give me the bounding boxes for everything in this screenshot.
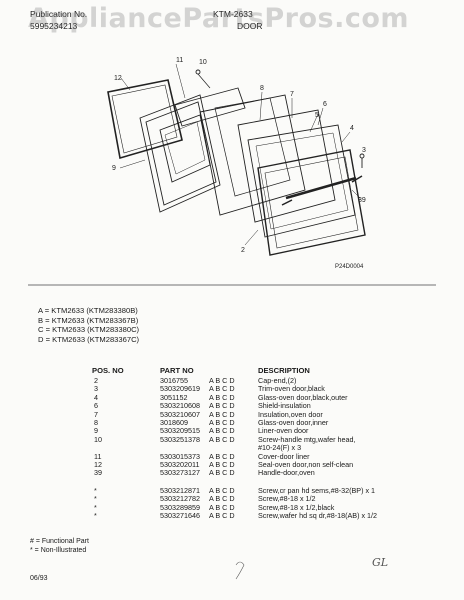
table-row-models: A B C D [209,401,235,411]
table-row-models: A B C D [209,460,235,469]
callout-2: 2 [241,247,245,254]
table-row-description: Screw,cr pan hd sems,#8-32(BP) x 1 [258,485,376,495]
callout-6: 6 [323,101,327,108]
outer-glass-part [247,124,356,238]
door-handle-part [285,176,357,200]
model-legend-c: C = KTM2633 (KTM283380C) [38,325,140,335]
section-title: DOOR [237,21,263,31]
table-row-models: A B C D [209,434,235,444]
header-description: DESCRIPTION [258,366,310,375]
table-row-description: Screw-handle mtg,wafer head, [258,434,356,444]
table-row-pos: 8 [94,418,98,427]
table-row-part-no: 5303289859 [160,502,200,512]
door-liner-part [139,94,221,213]
table-row-pos: 10 [94,434,102,444]
table-row-models: A B C D [209,384,235,394]
table-row-description: Glass-oven door,black,outer [258,392,348,402]
table-row-models: A B C D [209,502,235,512]
table-row-pos: 12 [94,460,102,469]
table-row-pos: 9 [94,426,98,436]
watermark: AppliancePartsPros.com [28,3,410,34]
table-row-part-no: 5303015373 [160,451,200,461]
table-row-description: Liner-oven door [258,426,309,436]
table-row-models: A B C D [209,511,235,520]
door-trim-part [257,149,366,256]
table-row-models: A B C D [209,426,235,436]
table-row-models: A B C D [209,451,235,461]
door-seal-part [107,79,183,160]
header-part-no: PART NO [160,366,194,375]
table-row-part-no: 5303273127 [160,468,200,478]
callout-9: 9 [112,165,116,172]
table-row-pos: * [94,494,97,504]
callout-5: 5 [315,112,319,119]
model-number: KTM-2633 [213,9,253,19]
table-row-part-no: 3018609 [160,418,188,427]
table-row-part-no: 5303210607 [160,409,200,419]
table-row-models: A B C D [209,468,235,478]
table-row-description: #10-24(F) x 3 [258,443,302,453]
table-row-description: Shield-insulation [258,401,311,411]
table-row-pos: 2 [94,376,98,385]
table-row-models: A B C D [209,376,235,385]
callout-11: 11 [176,57,183,64]
table-row-pos: 6 [94,401,98,411]
callout-10: 10 [199,59,207,66]
table-row-pos: 7 [94,409,98,419]
table-row-description: Glass-oven door,inner [258,418,329,427]
note-non-illustrated: * = Non-Illustrated [30,546,87,554]
callout-12: 12 [114,75,122,82]
callout-8: 8 [260,85,264,92]
model-legend: A = KTM2633 (KTM283380B) B = KTM2633 (KT… [38,306,139,344]
table-row-part-no: 3016755 [160,376,188,385]
table-row-part-no: 5303210608 [160,401,200,411]
table-row-part-no: 5303251378 [160,434,200,444]
table-row-description: Cap-end,(2) [258,376,297,385]
callout-4: 4 [350,125,354,132]
table-row-description: Insulation,oven door [258,409,323,419]
table-row-description: Seal-oven door,non self-clean [258,460,354,469]
table-row-models: A B C D [209,485,235,495]
callout-7: 7 [290,91,294,98]
table-row-part-no: 3051152 [160,392,188,402]
table-row-part-no: 5303209619 [160,384,200,394]
table-row-pos: * [94,511,97,520]
model-legend-d: D = KTM2633 (KTM283367C) [38,334,140,344]
table-row-description: Handle-door,oven [258,468,315,478]
table-row-description: Screw,#8-18 x 1/2,black [258,502,335,512]
publication-label: Publication No. [30,9,88,19]
table-row-part-no: 5303209515 [160,426,200,436]
table-row-description: Trim-oven door,black [258,384,325,394]
shield-insulation-part [237,109,336,223]
figure-code: P24D0004 [335,264,364,270]
header-pos-no: POS. NO [92,366,124,375]
notes: # = Functional Part * = Non-Illustrated [30,538,89,555]
table-row-models: A B C D [209,392,235,402]
callout-3: 3 [362,147,366,154]
table-row-description: Screw,wafer hd sq dr,#8-18(AB) x 1/2 [258,511,378,520]
table-row-pos: 39 [94,468,102,478]
table-row-part-no: 5303212782 [160,494,200,504]
model-legend-a: A = KTM2633 (KTM283380B) [38,306,138,315]
publication-number: 5995234213 [30,21,78,31]
table-row-models: A B C D [209,409,235,419]
table-row-pos: 11 [94,451,102,461]
footer-date: 06/93 [30,575,48,582]
table-row-pos: 4 [94,392,98,402]
table-row-part-no: 5303202011 [160,460,200,469]
note-functional: # = Functional Part [30,538,89,545]
table-row-part-no: 5303271646 [160,511,200,520]
table-row-pos: 3 [94,384,98,394]
table-row-description: Screw,#8-18 x 1/2 [258,494,316,504]
table-row-models: A B C D [209,494,235,504]
model-legend-b: B = KTM2633 (KTM283367B) [38,315,139,325]
table-row-description: Cover-door liner [258,451,310,461]
table-row-pos: * [94,502,97,512]
table-row-part-no: 5303212871 [160,485,200,495]
handwritten-mark: GL [372,556,389,569]
callout-39: 39 [358,197,366,204]
table-row-pos: * [94,485,97,495]
table-row-models: A B C D [209,418,235,427]
